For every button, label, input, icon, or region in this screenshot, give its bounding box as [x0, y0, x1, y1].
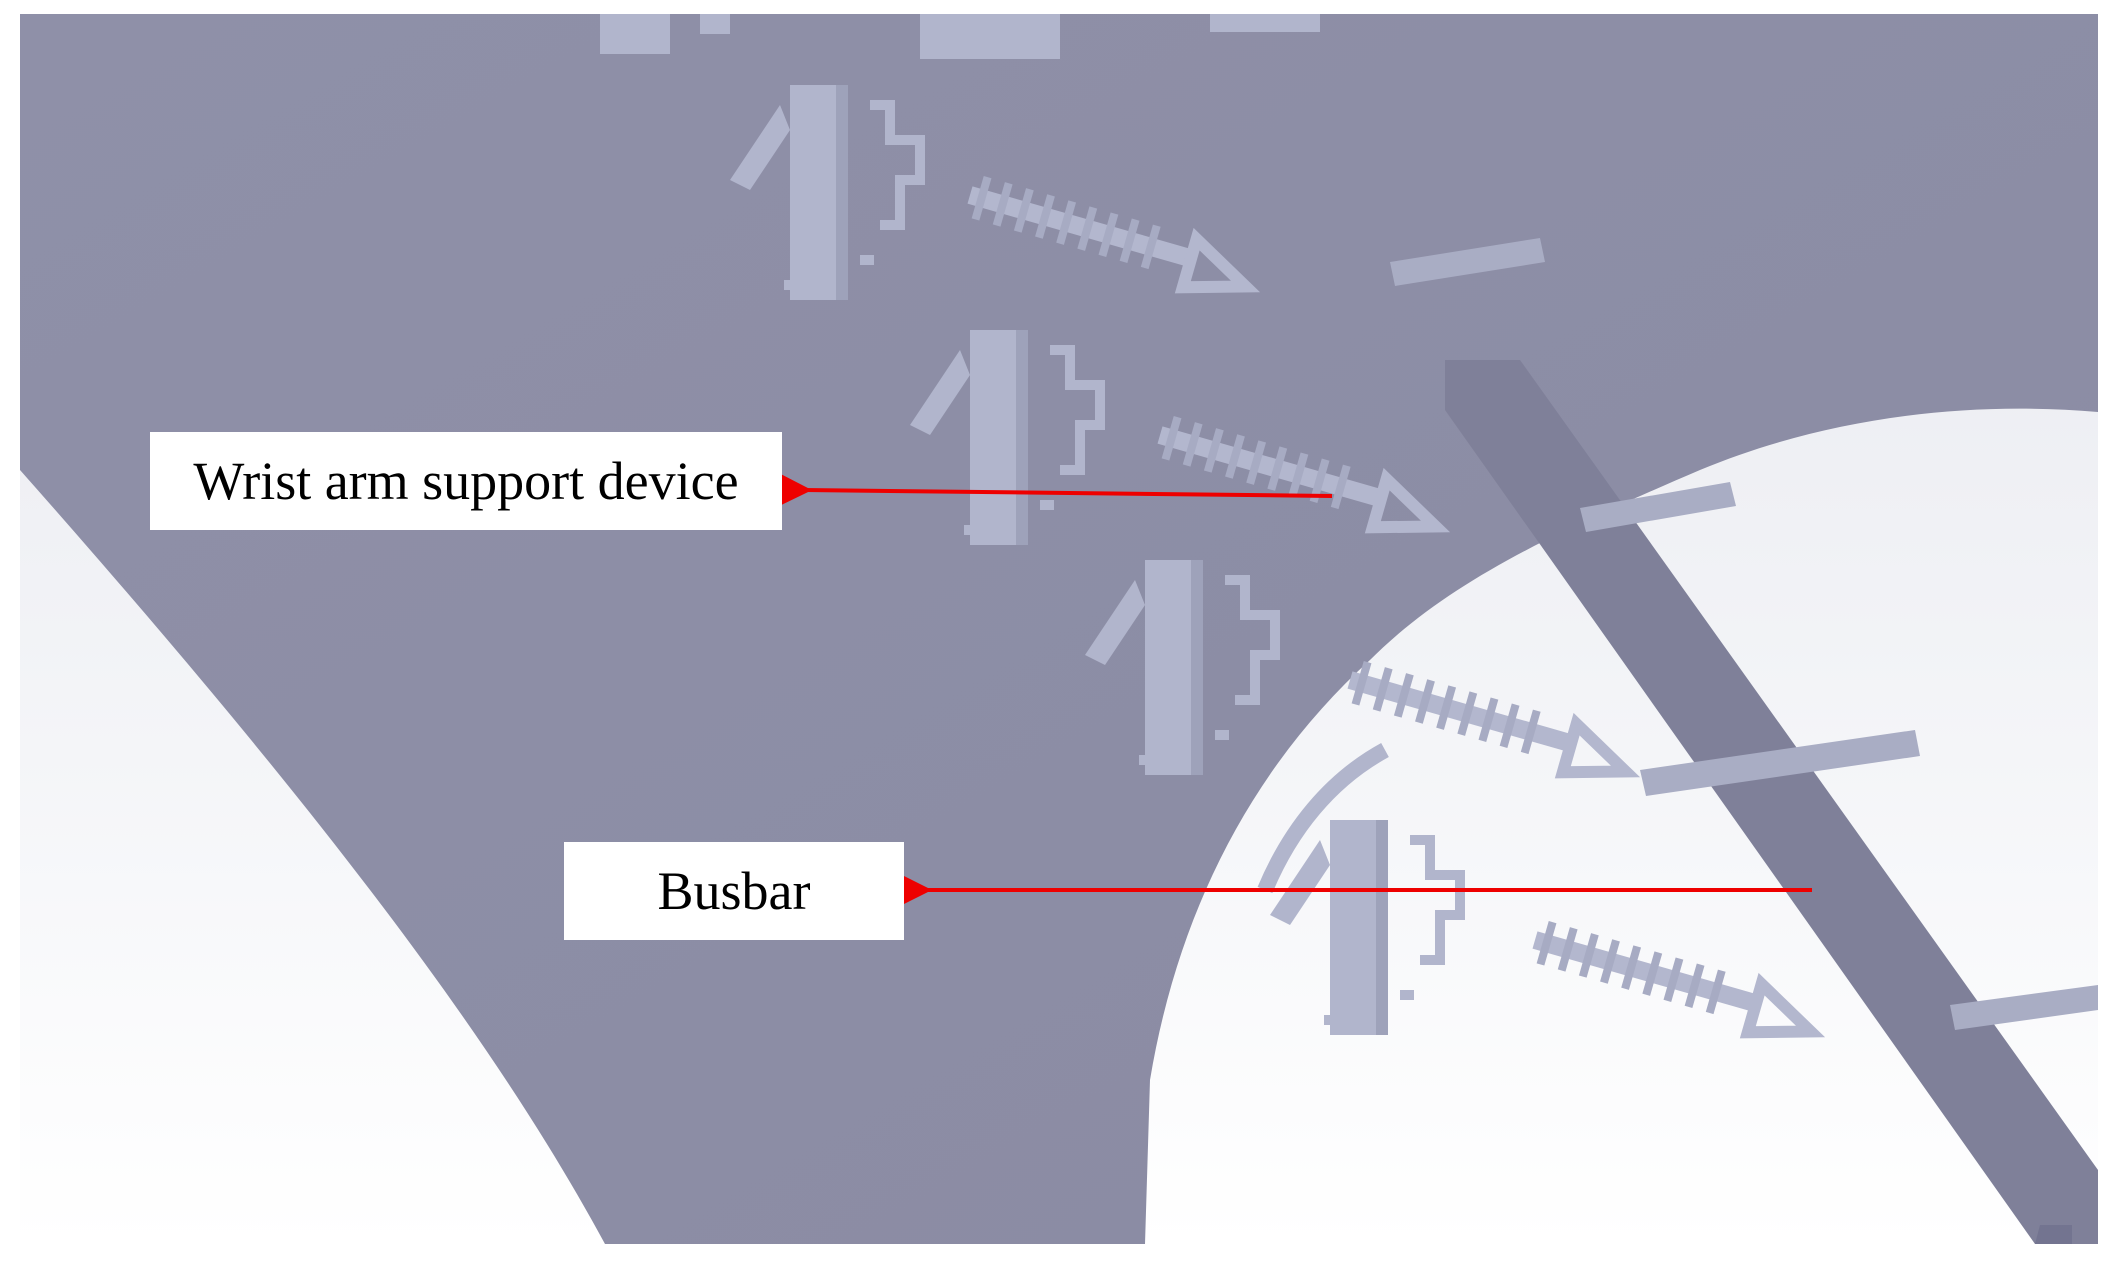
- structure-body: [20, 14, 2098, 1244]
- wrist-arm-arrow: [771, 469, 1333, 510]
- busbar-label: Busbar: [564, 842, 904, 940]
- support-beam: [1445, 360, 2098, 1244]
- wrist-arm-support-label: Wrist arm support device: [150, 432, 782, 530]
